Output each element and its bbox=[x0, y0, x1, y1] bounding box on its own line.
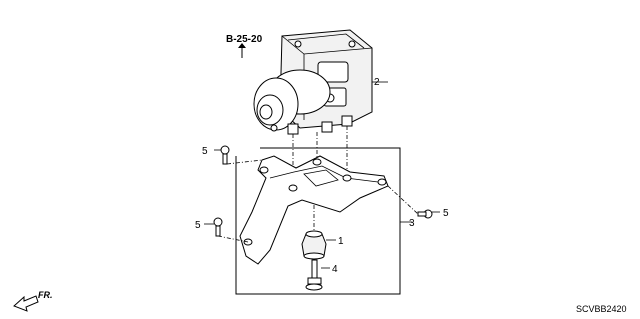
abs-modulator-unit bbox=[253, 29, 373, 135]
bracket-hole-3 bbox=[342, 174, 352, 182]
bolt-5-lower-left-head bbox=[213, 217, 223, 227]
bracket-cutout bbox=[303, 169, 339, 187]
mounting-bracket bbox=[239, 155, 389, 265]
bracket-hole-5 bbox=[312, 158, 322, 166]
callout-5c[interactable]: 5 bbox=[443, 208, 449, 219]
modulator-top-detail bbox=[287, 33, 365, 49]
bolt-5-right bbox=[387, 185, 440, 219]
bolt-5-lower-left bbox=[204, 217, 249, 243]
bracket-box-outline bbox=[235, 147, 401, 295]
modulator-fitting-2 bbox=[294, 40, 302, 48]
bolt-5-upper-shank bbox=[222, 153, 228, 165]
bracket-hole-2 bbox=[288, 184, 298, 192]
reference-label[interactable]: B-25-20 bbox=[226, 34, 263, 45]
motor-shaft-cap bbox=[259, 104, 273, 120]
bracket-flange bbox=[269, 165, 379, 183]
bolt-washer bbox=[305, 283, 323, 291]
modulator-connector bbox=[317, 61, 349, 83]
callout-5a[interactable]: 5 bbox=[202, 146, 208, 157]
bracket-hole-4 bbox=[377, 178, 387, 186]
bolt-5-upper-alignment bbox=[226, 159, 263, 165]
bolt-head bbox=[307, 277, 322, 285]
front-arrow-icon bbox=[13, 295, 39, 312]
bracket-box bbox=[235, 147, 412, 295]
bracket-plate bbox=[239, 155, 389, 265]
reference-arrowhead-icon bbox=[238, 43, 246, 48]
callout-1[interactable]: 1 bbox=[338, 236, 344, 247]
modulator-foot-4 bbox=[270, 124, 278, 132]
bolt-5-lower-left-alignment bbox=[217, 235, 249, 243]
bolt-5-upper bbox=[214, 145, 263, 165]
modulator-foot-3 bbox=[341, 115, 353, 127]
grommet-base bbox=[303, 252, 325, 260]
reference-group: B-25-20 bbox=[226, 34, 263, 58]
front-direction-indicator: FR. bbox=[13, 290, 53, 312]
grommet-top bbox=[305, 230, 323, 238]
bracket-hole-1 bbox=[259, 166, 269, 174]
callout-5b[interactable]: 5 bbox=[195, 220, 201, 231]
callout-4[interactable]: 4 bbox=[332, 264, 338, 275]
front-direction-label: FR. bbox=[38, 290, 53, 300]
grommet bbox=[301, 230, 336, 260]
diagram-code: SCVBB2420 bbox=[576, 304, 627, 314]
bolt-5-right-shank bbox=[417, 211, 427, 217]
callout-2[interactable]: 2 bbox=[374, 77, 380, 88]
callout-3[interactable]: 3 bbox=[409, 218, 415, 229]
bolt-shank bbox=[311, 259, 318, 279]
modulator-fitting-1 bbox=[348, 40, 356, 48]
modulator-foot-1 bbox=[287, 123, 299, 135]
bolt-5-upper-head bbox=[220, 145, 230, 155]
bolt-5-right-alignment bbox=[387, 185, 419, 215]
bolt-5-lower-left-shank bbox=[215, 225, 221, 237]
bolt bbox=[305, 259, 330, 291]
modulator-foot-2 bbox=[321, 121, 333, 133]
